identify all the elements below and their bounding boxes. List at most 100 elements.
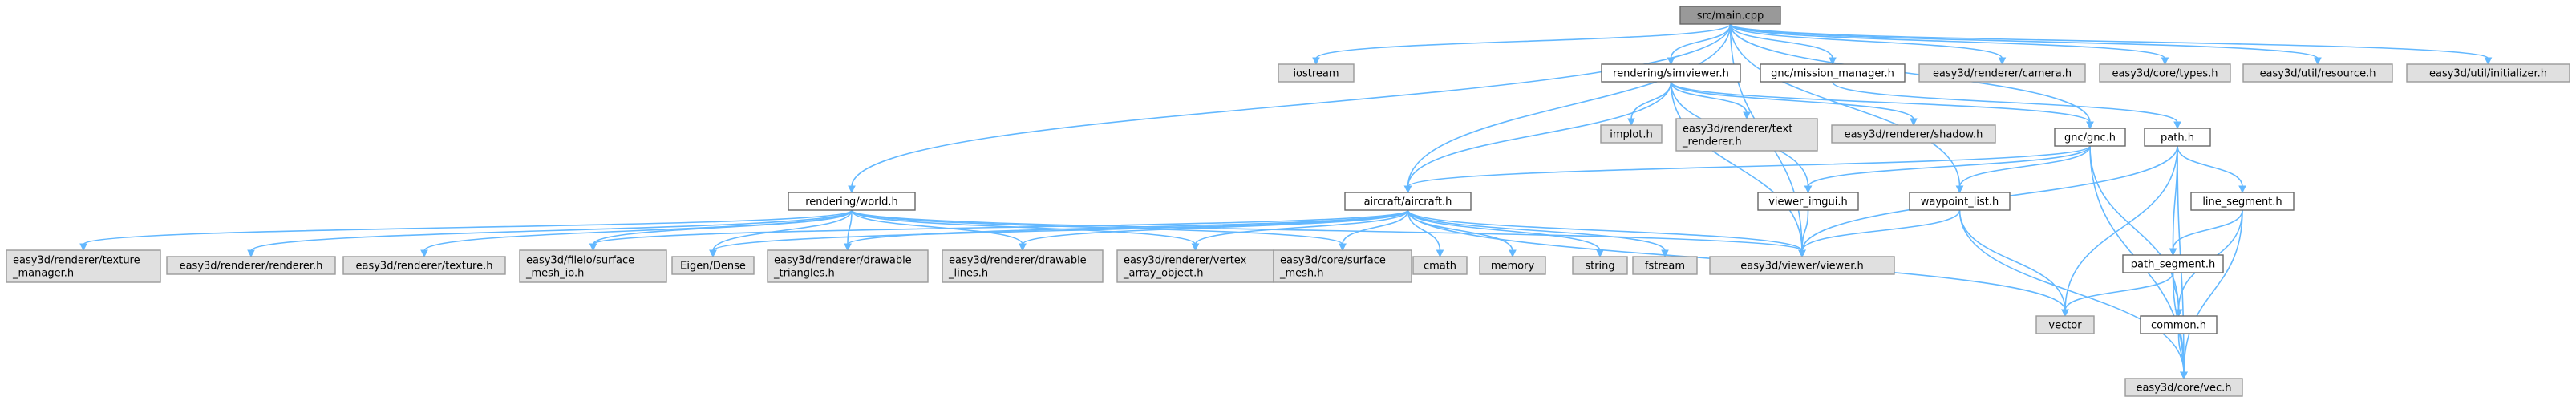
edge-arrowhead (1312, 57, 1320, 66)
edge-arrowhead (1596, 249, 1604, 258)
edge-arrowhead (2484, 57, 2493, 66)
node-label: _lines.h (948, 268, 988, 280)
edge-arrowhead (2061, 309, 2069, 318)
edge-arrowhead (1829, 57, 1837, 66)
node-box (166, 256, 336, 275)
node-label: line_segment.h (2202, 196, 2282, 209)
node-surfmesh: easy3d/core/surface_mesh.h (1273, 249, 1412, 283)
edge-arrowhead (1910, 118, 1918, 127)
edge-arrowhead (2169, 248, 2177, 257)
edge-line (1407, 209, 1803, 252)
node-aircraft[interactable]: aircraft/aircraft.h (1344, 192, 1472, 211)
node-mission[interactable]: gnc/mission_manager.h (1760, 63, 1906, 83)
edge-line (851, 209, 1023, 245)
edge-line (1315, 23, 1732, 59)
edge-main-to-camera (1729, 23, 2007, 66)
node-main[interactable]: src/main.cpp (1679, 6, 1781, 25)
node-label: easy3d/renderer/camera.h (1933, 68, 2072, 80)
node-label: easy3d/core/vec.h (2136, 383, 2231, 395)
node-box (2140, 315, 2218, 334)
edge-arrowhead (1191, 243, 1200, 252)
edge-line (1958, 209, 2066, 311)
node-line-segment[interactable]: line_segment.h (2190, 192, 2295, 211)
edge-line (250, 209, 853, 252)
node-label: common.h (2151, 320, 2206, 332)
node-resource: easy3d/util/resource.h (2242, 63, 2393, 83)
node-box (1918, 63, 2086, 83)
edge-arrowhead (1509, 249, 1517, 258)
node-label: _renderer.h (1682, 136, 1742, 148)
edge-arrowhead (1661, 249, 1669, 258)
node-texmgr: easy3d/renderer/texture_manager.h (6, 249, 161, 283)
edge-line (1342, 209, 1409, 245)
edge-line (1670, 81, 2091, 124)
node-label: easy3d/util/initializer.h (2429, 68, 2547, 80)
edge-main-to-world (848, 23, 1732, 194)
node-vec: easy3d/core/vec.h (2124, 378, 2243, 397)
node-label: rendering/simviewer.h (1613, 68, 1729, 80)
edge-main-to-initializer (1729, 23, 2493, 66)
edge-main-to-types (1729, 23, 2169, 66)
node-label: Eigen/Dense (680, 261, 746, 273)
node-label: waypoint_list.h (1921, 196, 1999, 209)
node-label: _mesh_io.h (525, 268, 584, 280)
node-box (1572, 256, 1628, 275)
edge-line (1194, 209, 1409, 245)
edge-line (851, 209, 1803, 252)
node-label: vector (2048, 320, 2082, 332)
node-box (342, 256, 506, 275)
edge-line (1729, 23, 2319, 59)
node-box (788, 192, 916, 211)
edge-arrowhead (844, 243, 852, 252)
node-label: easy3d/renderer/text (1683, 124, 1792, 136)
edge-line (2089, 145, 2180, 311)
edge-world-to-meshio (589, 209, 853, 252)
node-box (2124, 378, 2243, 397)
node-box (1909, 192, 2011, 211)
node-box (2099, 63, 2231, 83)
edge-arrowhead (1627, 118, 1635, 127)
node-label: cmath (1424, 261, 1456, 273)
edge-main-to-mission (1729, 23, 1837, 66)
node-label: gnc/mission_manager.h (1771, 68, 1894, 80)
edge-line (847, 209, 1409, 245)
edge-arrowhead (1403, 185, 1412, 194)
edge-arrowhead (2161, 57, 2169, 66)
node-box (1601, 63, 1741, 83)
edge-line (2064, 272, 2174, 311)
edge-mission-to-path (1832, 81, 2181, 130)
node-gnc[interactable]: gnc/gnc.h (2054, 128, 2126, 147)
edge-line (1407, 209, 1666, 252)
edge-arrowhead (1667, 57, 1675, 66)
edge-line (1729, 23, 2166, 59)
node-simviewer[interactable]: rendering/simviewer.h (1601, 63, 1741, 83)
edge-simviewer-to-gnc (1670, 81, 2094, 130)
node-waypoint[interactable]: waypoint_list.h (1909, 192, 2011, 211)
node-common[interactable]: common.h (2140, 315, 2218, 334)
edge-arrowhead (420, 249, 428, 258)
edge-aircraft-to-surfmesh (1339, 209, 1409, 252)
node-box (1344, 192, 1472, 211)
edge-line (1407, 209, 1601, 252)
node-box (1116, 249, 1274, 283)
node-label: easy3d/fileio/surface (526, 255, 634, 267)
node-viewer-imgui[interactable]: viewer_imgui.h (1757, 192, 1859, 211)
node-path-segment[interactable]: path_segment.h (2122, 254, 2224, 273)
node-path[interactable]: path.h (2144, 128, 2211, 147)
edge-line (1807, 145, 2091, 188)
edge-arrowhead (1436, 249, 1444, 258)
node-label: easy3d/renderer/drawable (774, 255, 912, 267)
edge-line (1958, 145, 2091, 188)
edge-line (1407, 145, 2091, 188)
node-world[interactable]: rendering/world.h (788, 192, 916, 211)
node-eigen: Eigen/Dense (671, 256, 755, 275)
node-box (2406, 63, 2570, 83)
node-label: easy3d/renderer/renderer.h (180, 261, 323, 273)
edge-arrowhead (1998, 57, 2007, 66)
node-box (767, 249, 929, 283)
edge-arrowhead (2173, 121, 2181, 130)
edge-line (1407, 23, 1732, 188)
node-viewer: easy3d/viewer/viewer.h (1709, 256, 1895, 275)
